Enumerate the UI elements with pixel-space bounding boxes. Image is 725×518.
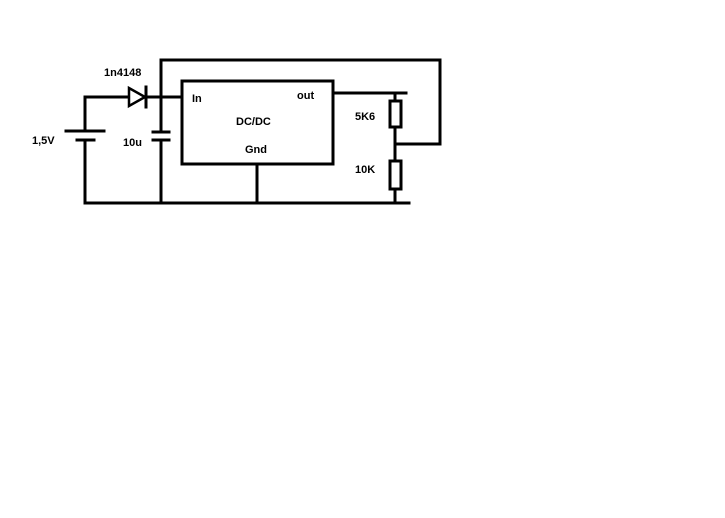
resistor-bottom-label: 10K [355,164,375,176]
converter-out-label: out [297,90,314,102]
converter-gnd-label: Gnd [245,144,267,156]
diode-symbol [127,85,148,109]
capacitor-label: 10u [123,137,142,149]
wires [83,58,442,205]
capacitor-symbol [151,130,171,142]
diode-label: 1n4148 [104,67,141,79]
battery-label: 1,5V [32,135,55,147]
resistor-top-label: 5K6 [355,111,375,123]
diode-triangle [127,85,148,109]
dcdc-converter-box [180,79,335,166]
resistor-bottom [388,159,403,191]
battery-symbol [64,129,106,142]
resistor-top [388,99,403,129]
converter-name-label: DC/DC [236,116,271,128]
converter-in-label: In [192,93,202,105]
